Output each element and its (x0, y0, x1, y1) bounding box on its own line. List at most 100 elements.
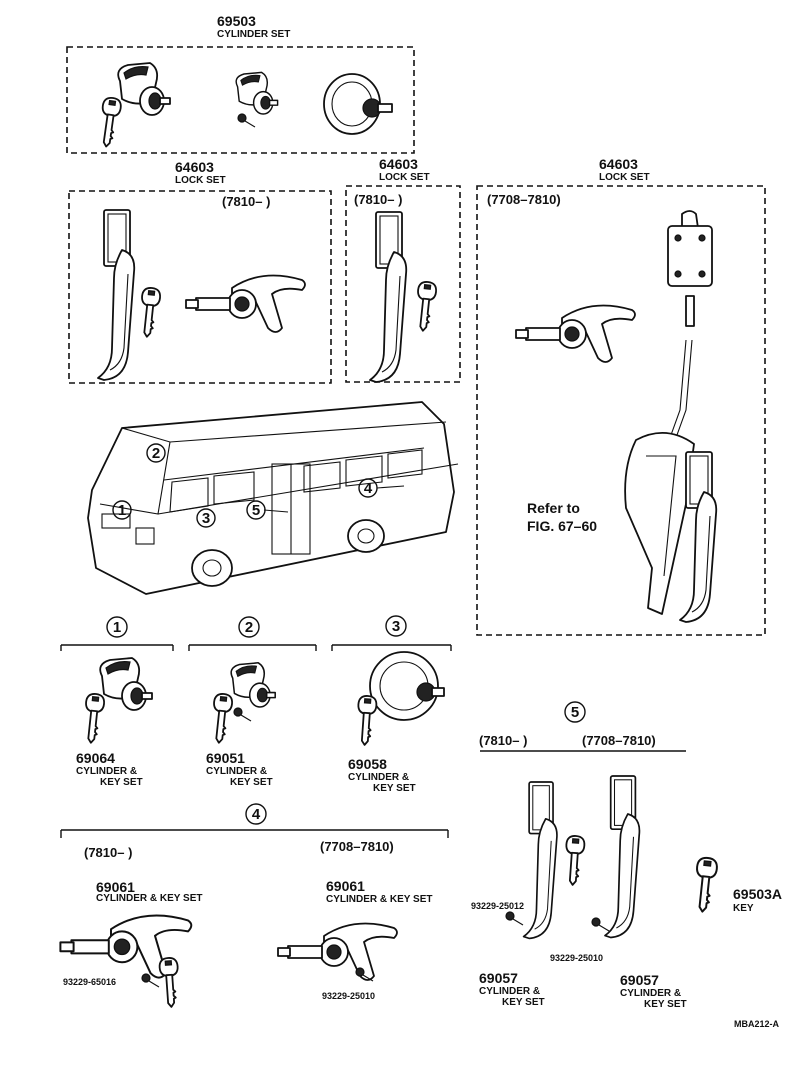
lock-set-c-range: (7708–7810) (487, 192, 561, 207)
section-5-right-part-no: 69057 (620, 972, 659, 988)
section-5-right-screw-no: 93229-25010 (550, 953, 603, 963)
lock-set-c-note-line2: FIG. 67–60 (527, 518, 597, 534)
svg-text:4: 4 (364, 480, 373, 497)
lock-set-b-name: LOCK SET (379, 172, 430, 183)
svg-text:1: 1 (118, 502, 126, 519)
section-1-name-line1: CYLINDER & (76, 766, 137, 777)
lock-set-c-part-no: 64603 (599, 156, 638, 172)
svg-text:3: 3 (392, 618, 400, 635)
section-4-callout: 4 (245, 803, 267, 825)
section-5-left-screw-no: 93229-25012 (471, 901, 524, 911)
section-5-right-handle (604, 775, 641, 939)
svg-text:4: 4 (252, 806, 261, 823)
section-4-left-range: (7810– ) (84, 845, 132, 860)
section-3-name-line1: CYLINDER & (348, 772, 409, 783)
section-5-left-name-line2: KEY SET (502, 997, 545, 1008)
cyl-set-cylinder-1 (117, 62, 171, 116)
cyl-set-name: CYLINDER SET (217, 29, 290, 40)
bus-callout-1: 1 (112, 500, 132, 520)
section-5-left-range: (7810– ) (479, 733, 527, 748)
cyl-set-cylinder-3 (323, 73, 393, 135)
section-3-cylinder (369, 651, 445, 721)
cyl-set-screw (237, 113, 256, 128)
lock-set-a-part-no: 64603 (175, 159, 214, 175)
cyl-set-key-1 (96, 95, 123, 149)
section-3-callout: 3 (385, 615, 407, 637)
lock-set-c-lock-box (667, 210, 713, 327)
lock-set-a-range: (7810– ) (222, 194, 270, 209)
section-1-callout: 1 (106, 616, 128, 638)
section-5-right-screw (591, 917, 610, 932)
lock-set-b-handle (369, 211, 408, 383)
bus-wheel-rear (347, 519, 385, 553)
section-5-left-handle (522, 781, 558, 940)
section-5-left-name-line1: CYLINDER & (479, 986, 540, 997)
section-2-cylinder (230, 662, 276, 708)
section-5-right-name-line2: KEY SET (644, 999, 687, 1010)
section-1-name-line2: KEY SET (100, 777, 143, 788)
lock-set-a-key (137, 286, 162, 339)
section-4-left-name: CYLINDER & KEY SET (96, 893, 203, 904)
lock-set-c-handle (679, 451, 718, 623)
svg-text:1: 1 (113, 619, 121, 636)
section-2-screw (233, 707, 252, 722)
section-1-cylinder (99, 657, 153, 711)
svg-text:2: 2 (245, 619, 253, 636)
cyl-set-part-no: 69503 (217, 13, 256, 29)
section-4-right-name: CYLINDER & KEY SET (326, 894, 433, 905)
lock-set-b-part-no: 64603 (379, 156, 418, 172)
section-4-right-part-no: 69061 (326, 878, 365, 894)
section-2-name-line2: KEY SET (230, 777, 273, 788)
section-3-key (354, 694, 378, 747)
section-4-left-part-no: 69061 (96, 879, 135, 895)
lock-set-b-range: (7810– ) (354, 192, 402, 207)
bus-windows (169, 449, 423, 513)
section-4-right-t-handle (277, 922, 398, 981)
section-3-name-line2: KEY SET (373, 783, 416, 794)
section-2-callout: 2 (238, 616, 260, 638)
lock-set-c-bracket (624, 431, 695, 615)
section-1-part-no: 69064 (76, 750, 115, 766)
cyl-set-cylinder-2 (235, 71, 279, 115)
bus-callout-3: 3 (196, 508, 216, 528)
section-2-part-no: 69051 (206, 750, 245, 766)
section-5-left-key (562, 834, 586, 887)
key-69503a (691, 855, 719, 914)
lock-set-a-box (68, 190, 332, 384)
section-1-key (81, 692, 106, 745)
section-5-right-name-line1: CYLINDER & (620, 988, 681, 999)
section-5-callout: 5 (564, 701, 586, 723)
lock-set-c-note-line1: Refer to (527, 500, 580, 516)
section-5-right-range: (7708–7810) (582, 733, 656, 748)
lock-set-c-box (476, 185, 766, 636)
cyl-set-box (66, 46, 415, 154)
svg-text:5: 5 (252, 502, 260, 519)
key-part-no: 69503A (733, 886, 782, 902)
section-4-left-key (158, 956, 182, 1009)
svg-text:2: 2 (152, 445, 160, 462)
bus-callout-2: 2 (146, 443, 166, 463)
section-5-left-screw (505, 911, 524, 926)
key-name: KEY (733, 903, 754, 914)
lock-set-c-t-handle (515, 304, 636, 363)
section-4-right-screw-no: 93229-25010 (322, 991, 375, 1001)
bus-wheel-front (191, 549, 233, 587)
svg-text:3: 3 (202, 510, 210, 527)
figure-code: MBA212-A (734, 1019, 780, 1029)
lock-set-a-t-handle (185, 274, 306, 333)
svg-text:5: 5 (571, 704, 579, 721)
section-2-name-line1: CYLINDER & (206, 766, 267, 777)
lock-set-c-name: LOCK SET (599, 172, 650, 183)
section-4-left-screw-no: 93229-65016 (63, 977, 116, 987)
bus-door (271, 463, 311, 555)
section-2-key (209, 692, 234, 745)
lock-set-b-key (413, 280, 438, 333)
section-5-left-part-no: 69057 (479, 970, 518, 986)
section-4-right-range: (7708–7810) (320, 839, 394, 854)
bus-illustration (87, 401, 459, 595)
lock-set-b-box (345, 185, 461, 383)
section-3-part-no: 69058 (348, 756, 387, 772)
lock-set-a-name: LOCK SET (175, 175, 226, 186)
lock-set-a-handle (97, 209, 136, 381)
